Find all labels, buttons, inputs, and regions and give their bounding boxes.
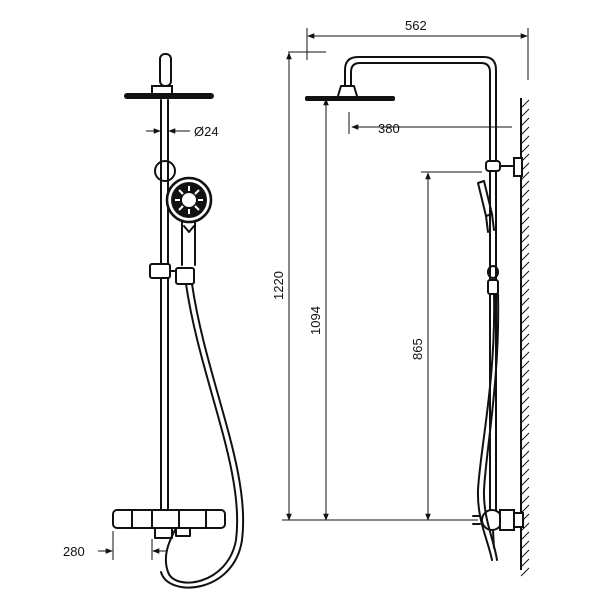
hose-side-b [482, 293, 500, 561]
total-width-label: 562 [405, 18, 427, 33]
head-connector [159, 53, 172, 87]
hose-outer [164, 283, 239, 584]
rain-shower-head [124, 93, 214, 99]
rain-head-neck [337, 85, 358, 97]
wall-hatching [520, 99, 530, 577]
slider-side [487, 265, 499, 279]
shower-arm-inner [350, 62, 491, 161]
front-view: Ø24 [63, 53, 245, 589]
thermostatic-mixer-front [112, 509, 226, 539]
hose-inner [160, 283, 245, 589]
hand-shower-head [165, 176, 213, 224]
holder-cradle [175, 267, 195, 285]
rain-head-side [305, 96, 395, 101]
shower-arm-outer [344, 56, 497, 161]
side-view: 562 380 [271, 18, 530, 577]
head-projection-label: 380 [378, 121, 400, 136]
wall-bracket-ring [154, 160, 176, 182]
holder-height-label: 865 [410, 338, 425, 360]
mixer-depth-label: 280 [63, 544, 85, 559]
slider-holder [149, 263, 171, 279]
diameter-label: Ø24 [194, 124, 219, 139]
head-height-label: 1094 [308, 306, 323, 335]
head-joint [151, 85, 173, 95]
hose-side-a [476, 293, 496, 561]
hand-shower-handle [181, 221, 196, 266]
overall-height-label: 1220 [271, 271, 286, 300]
mixer-side [472, 509, 524, 549]
top-wall-bracket [513, 157, 523, 177]
